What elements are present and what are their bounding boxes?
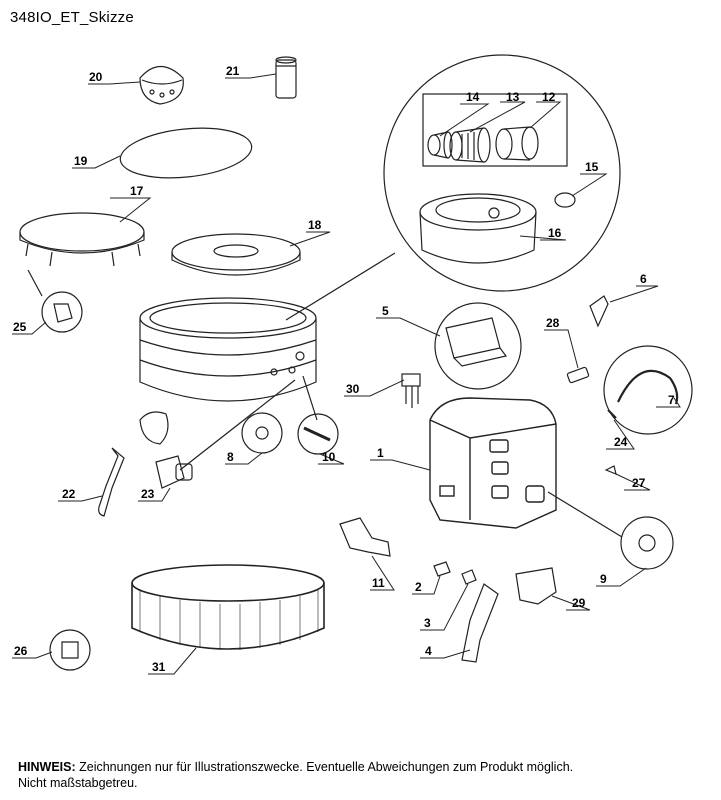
part-16-drawing: [419, 193, 537, 264]
part-2-drawing: [433, 561, 451, 577]
disclaimer-note: HINWEIS: Zeichnungen nur für Illustratio…: [18, 759, 708, 791]
label-26: 26: [14, 644, 28, 658]
label-1: 1: [377, 446, 384, 460]
label-27: 27: [632, 476, 646, 490]
pool-drawing: [139, 297, 317, 402]
part-19-drawing: [119, 127, 253, 179]
part-21-drawing: [275, 56, 297, 99]
label-4: 4: [425, 644, 432, 658]
part-12-drawing: [495, 126, 539, 161]
part-18-drawing: [171, 233, 301, 276]
detail-circle-7: [603, 345, 693, 435]
exploded-parts-diagram: 20 21 19 17 18 14 13 12 15 16 25 5 6 28 …: [12, 54, 693, 675]
detail-circle-5: [434, 302, 522, 390]
part-3-drawing: [461, 569, 477, 585]
label-2: 2: [415, 580, 422, 594]
part-28-drawing: [566, 366, 590, 384]
detail-circle-9: [620, 516, 674, 570]
label-12: 12: [542, 90, 556, 104]
part-15-drawing: [554, 192, 576, 208]
label-5: 5: [382, 304, 389, 318]
part-22-drawing: [98, 447, 125, 517]
label-23: 23: [141, 487, 155, 501]
part-13-drawing: [449, 127, 491, 163]
label-28: 28: [546, 316, 560, 330]
label-31: 31: [152, 660, 166, 674]
connector-leader-lines: [179, 375, 318, 471]
label-9: 9: [600, 572, 607, 586]
label-16: 16: [548, 226, 562, 240]
label-7: 7: [668, 393, 675, 407]
label-6: 6: [640, 272, 647, 286]
label-13: 13: [506, 90, 520, 104]
sheet-title: 348IO_ET_Skizze: [10, 9, 134, 26]
detail-circle-26: [49, 629, 91, 671]
label-24: 24: [614, 435, 628, 449]
callout-leaders: [12, 73, 681, 675]
note-text: Zeichnungen nur für Illustrationszwecke.…: [75, 760, 574, 774]
label-20: 20: [89, 70, 103, 84]
label-22: 22: [62, 487, 76, 501]
part-31-drawing: [131, 564, 325, 650]
part-30-drawing: [401, 373, 421, 408]
note-line-2: Nicht maßstabgetreu.: [18, 776, 138, 790]
label-30: 30: [346, 382, 360, 396]
part-4-drawing: [461, 583, 499, 663]
detail-circle-25: [41, 291, 83, 333]
part-29-drawing: [515, 567, 557, 605]
label-18: 18: [308, 218, 322, 232]
detail-circle-8: [241, 412, 283, 454]
label-17: 17: [130, 184, 144, 198]
label-11: 11: [372, 576, 385, 590]
label-14: 14: [466, 90, 480, 104]
label-25: 25: [13, 320, 27, 334]
label-19: 19: [74, 154, 88, 168]
filter-detail-box: [422, 93, 568, 167]
zoom-leader-line: [285, 252, 396, 321]
label-21: 21: [226, 64, 240, 78]
part-11-drawing: [339, 517, 391, 557]
label-10: 10: [322, 450, 336, 464]
note-heading: HINWEIS:: [18, 760, 76, 774]
part-6-drawing: [589, 295, 609, 328]
part-23-drawing: [139, 411, 193, 489]
zoom-circle: [383, 54, 621, 292]
part-27-drawing: [604, 465, 617, 475]
part-20-drawing: [139, 65, 184, 105]
part-17-drawing: [19, 212, 145, 267]
label-15: 15: [585, 160, 599, 174]
part-1-drawing: [429, 397, 557, 529]
label-29: 29: [572, 596, 586, 610]
detail-circle-10: [297, 413, 339, 455]
label-3: 3: [424, 616, 431, 630]
label-8: 8: [227, 450, 234, 464]
